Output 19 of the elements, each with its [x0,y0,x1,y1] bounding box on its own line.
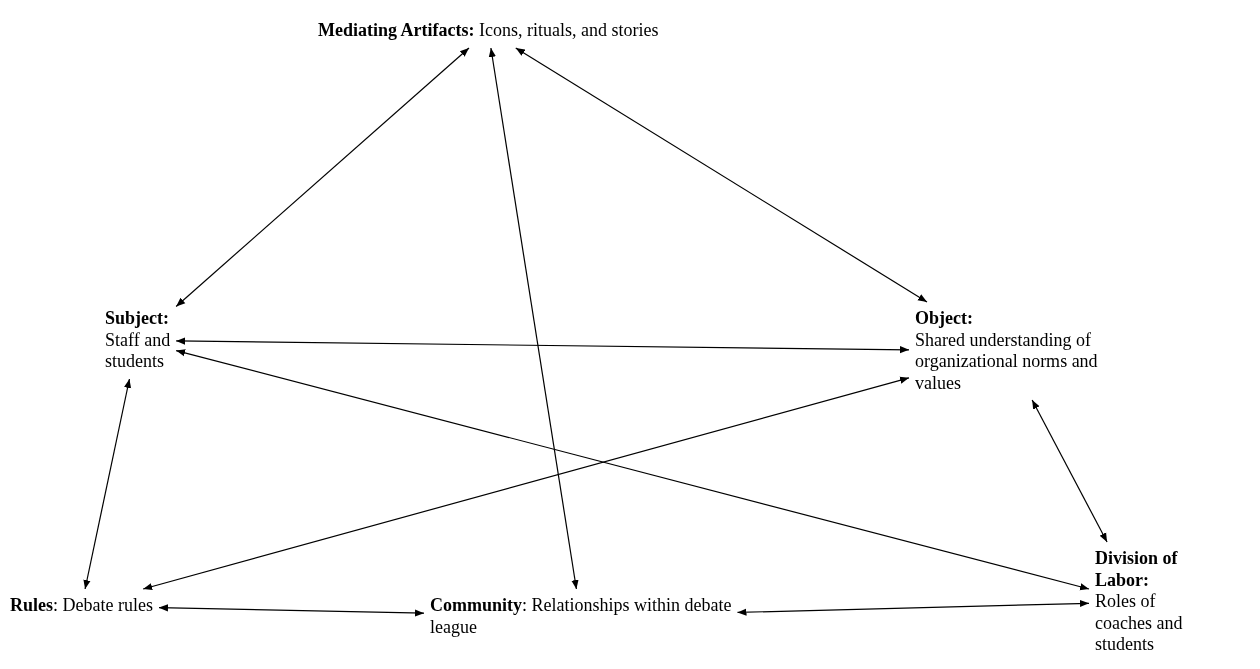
node-heading: Object: [915,308,974,330]
node-label: Staff and students [105,329,172,373]
double-arrow [175,349,1090,591]
node-label: Roles of coaches and students [1095,591,1184,656]
double-arrow [158,604,425,617]
double-arrow [1031,399,1108,543]
node-label: Rules: Debate rules [10,595,154,617]
double-arrow [142,376,910,591]
double-arrow [515,47,928,303]
node-label: Community: Relationships within debate league [430,595,733,639]
double-arrow [175,47,470,308]
node-heading: Division of Labor: [1095,548,1179,592]
node-label: Mediating Artifacts: Icons, rituals, and stories [318,20,660,42]
double-arrow [175,337,910,354]
node-label: Shared understanding of organizational norms and values [915,329,1099,395]
double-arrow [83,378,132,590]
double-arrow [488,47,579,590]
node-heading: Subject: [105,308,170,330]
double-arrow [736,599,1090,616]
